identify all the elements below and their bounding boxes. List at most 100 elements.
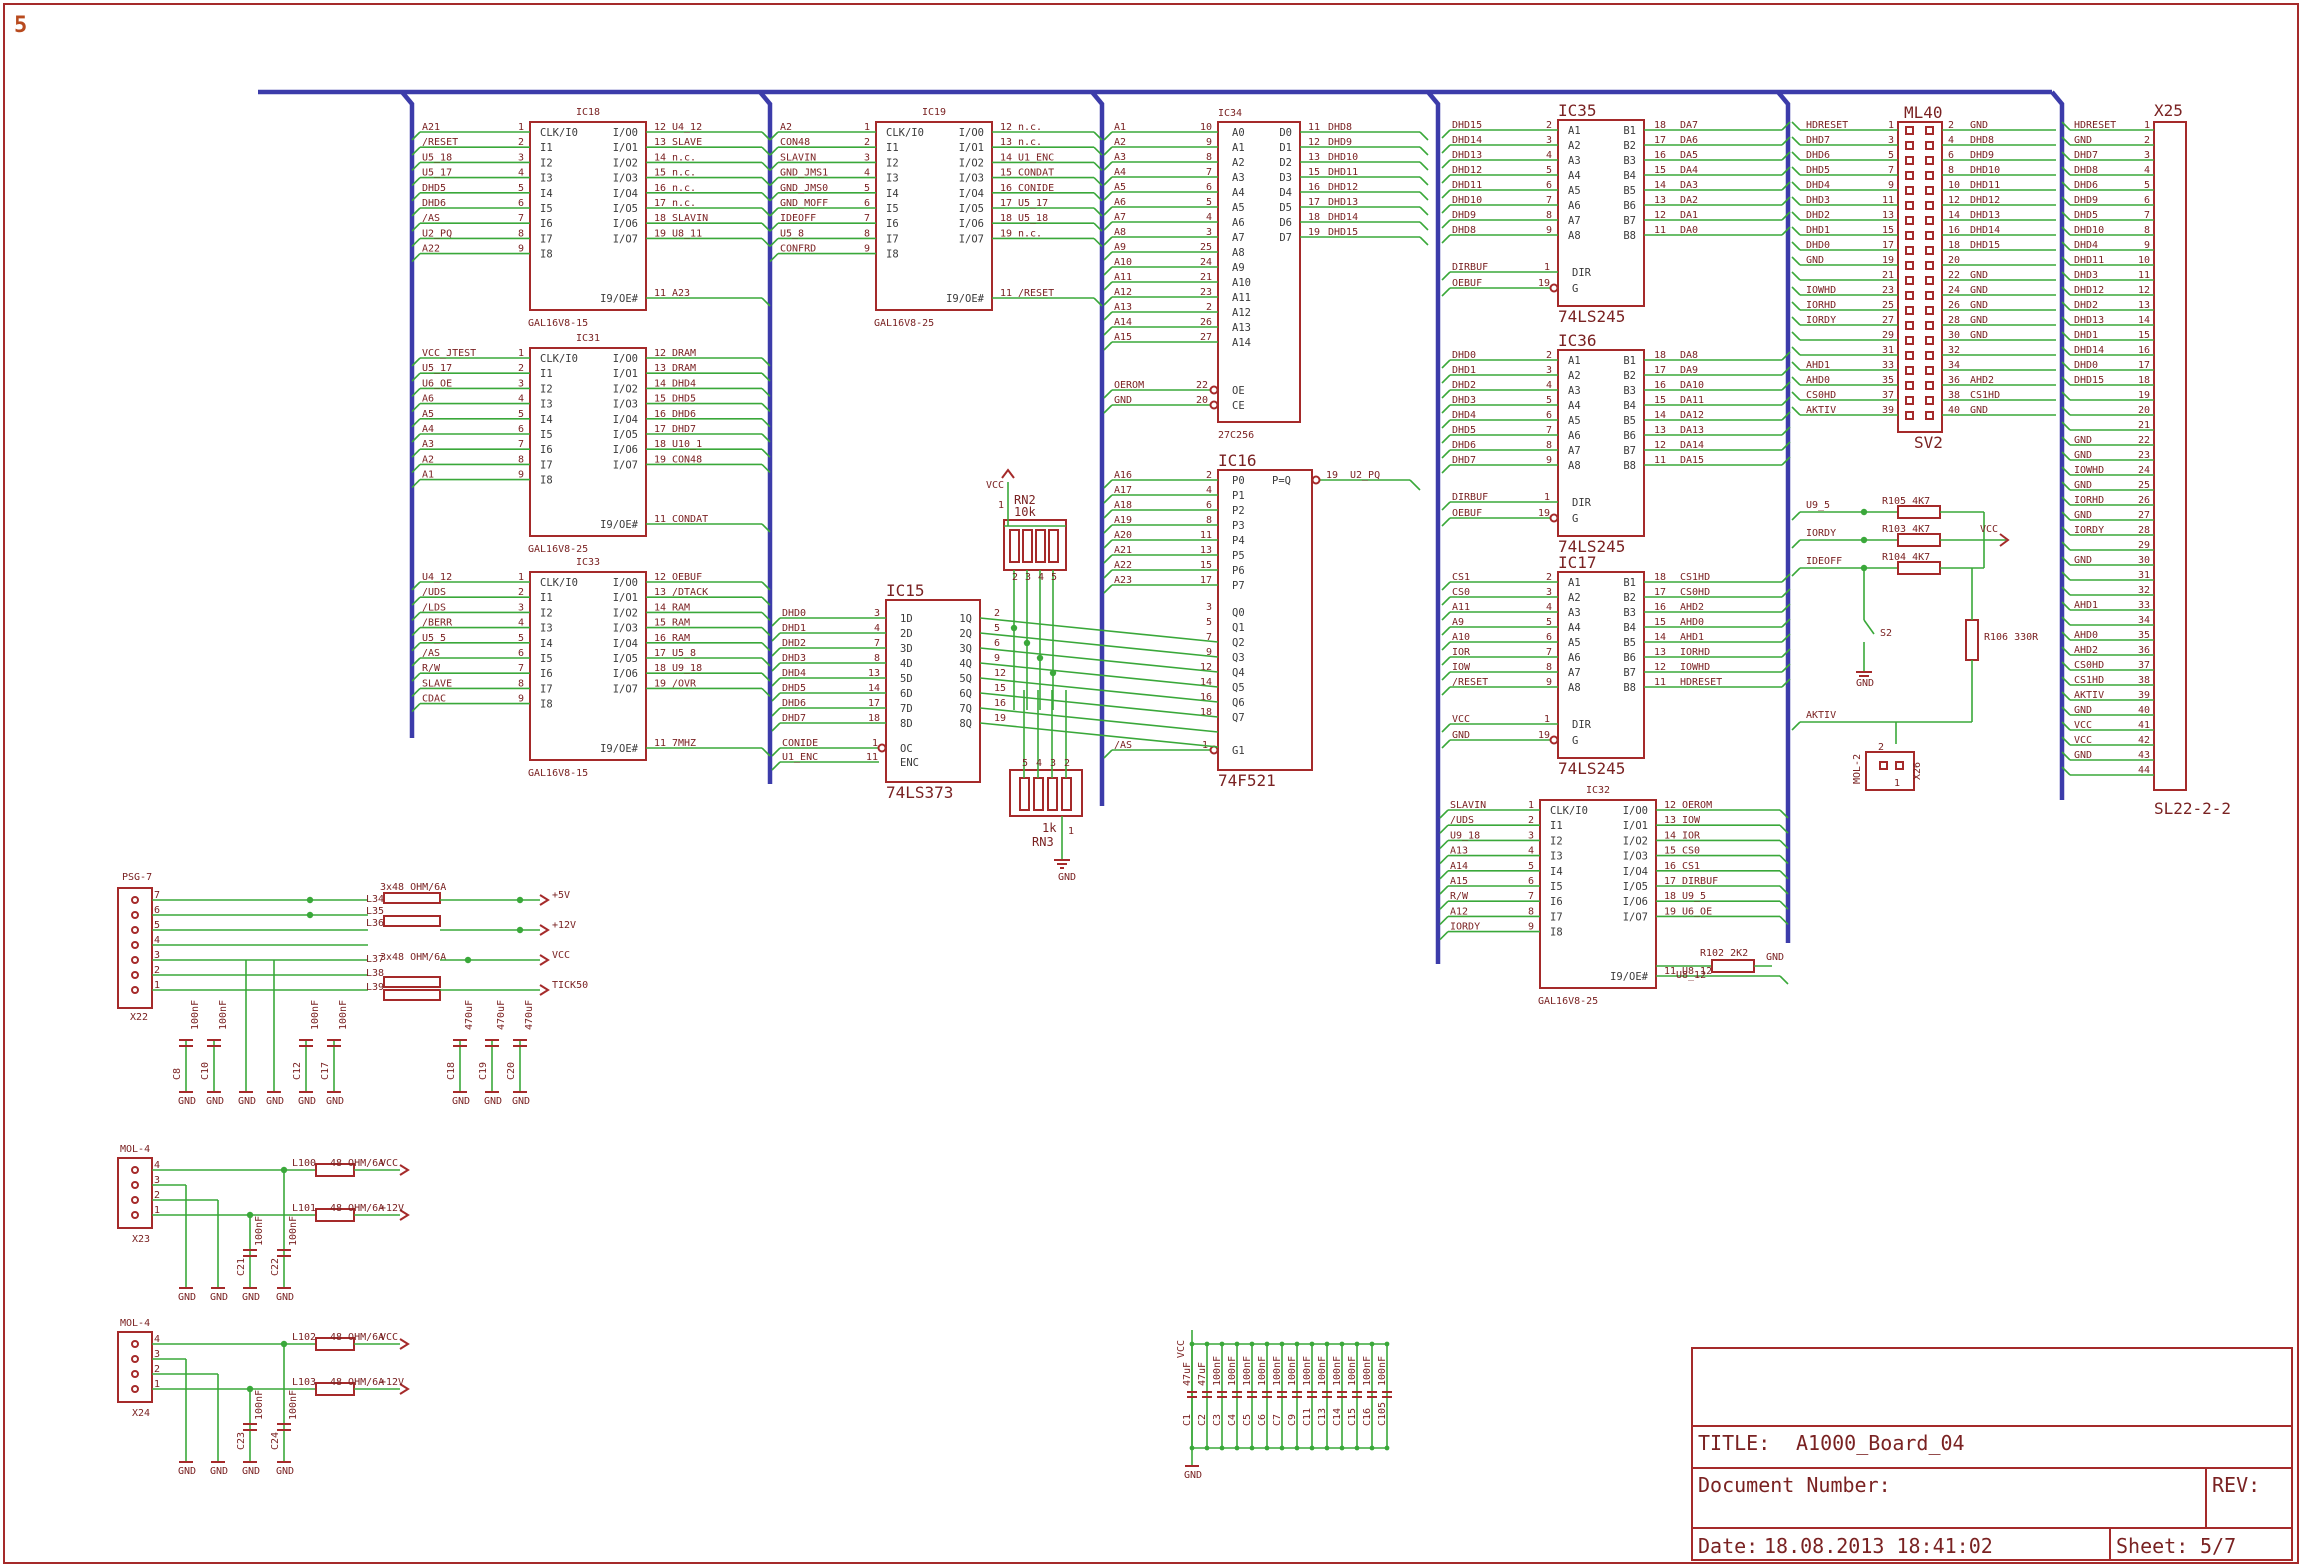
pin-number: 1 [518, 348, 524, 359]
junction-dot [1860, 508, 1868, 516]
pin-pad [1905, 291, 1914, 300]
net-label: SLAVE [422, 678, 452, 689]
wire [1441, 389, 1451, 399]
pin-number: 29 [1882, 330, 1894, 341]
net-label: GND [2074, 510, 2092, 521]
pin-number: 2 [994, 608, 1000, 619]
wire [1093, 161, 1103, 171]
pin-number: 14 [1948, 210, 1960, 221]
pin-number: 5 [1528, 861, 1534, 872]
wire [1781, 181, 1791, 191]
pin-number: 5 [1022, 758, 1028, 769]
wire [1103, 161, 1113, 171]
net-label: n.c. [672, 152, 696, 163]
net-label: DHD9 [1328, 137, 1352, 148]
pin-name: I7 [540, 683, 553, 695]
pin-name: I2 [540, 157, 553, 169]
pin-number: 25 [2138, 480, 2150, 491]
pin-number: 11 [654, 738, 666, 749]
pin-name: A12 [1232, 307, 1251, 319]
net-label: AHD0 [1806, 375, 1830, 386]
wire [1781, 151, 1791, 161]
pin-name: I/O6 [1623, 896, 1648, 908]
pin-number: 44 [2138, 765, 2150, 776]
pin-name: P2 [1232, 505, 1245, 517]
net-label: DHD6 [1452, 440, 1476, 451]
pin-pad [1925, 321, 1934, 330]
junction-dot [1860, 564, 1868, 572]
pin-name: B5 [1623, 415, 1636, 427]
pin-number: 1 [154, 980, 160, 991]
pin-number: 5 [1206, 617, 1212, 628]
wire [979, 692, 1219, 718]
wire [411, 433, 421, 443]
pin-name: A2 [1568, 592, 1581, 604]
net-label: DIRBUF [1452, 492, 1488, 503]
pin-number: 6 [1546, 632, 1552, 643]
wire [771, 747, 781, 757]
wire [769, 177, 779, 187]
doc-number-label: Document Number: [1698, 1473, 1891, 1497]
sheet-label: Sheet: [2116, 1534, 2188, 1558]
junction-dot [1219, 1341, 1225, 1347]
pin-name: 1D [900, 613, 913, 625]
pin-name: D3 [1279, 172, 1292, 184]
net-label: DHD11 [1970, 180, 2000, 191]
pin-name: I8 [540, 249, 553, 261]
pin-number: 8 [1206, 515, 1212, 526]
pin-number: 25 [1200, 242, 1212, 253]
net-label: DHD10 [1328, 152, 1358, 163]
pin-name: 6D [900, 688, 913, 700]
wire [1441, 174, 1451, 184]
pin-pad [1925, 186, 1934, 195]
wire [1791, 226, 1801, 236]
net-label: DHD1 [2074, 330, 2098, 341]
net-label: CONDAT [1018, 168, 1054, 179]
wire [1103, 251, 1113, 261]
connector-body [117, 1157, 153, 1229]
net-label: GND_JMS1 [780, 168, 828, 179]
pin-number: 16 [654, 409, 666, 420]
pin-number: 13 [2138, 300, 2150, 311]
net-label: OEBUF [1452, 278, 1482, 289]
pin-number: 18 [2138, 375, 2150, 386]
pin-name: 1Q [959, 613, 972, 625]
pin-name: A14 [1232, 337, 1251, 349]
net-label: DHD6 [422, 198, 446, 209]
pin-number: 8 [1206, 152, 1212, 163]
pin-number: 24 [1200, 257, 1212, 268]
net-label: DHD12 [1970, 195, 2000, 206]
wire [979, 707, 1219, 733]
wire [1779, 900, 1789, 910]
pin-number: 9 [1546, 677, 1552, 688]
wire [1103, 569, 1113, 579]
capacitor-ref: C105 [1377, 1402, 1388, 1426]
pin-number: 11 [1654, 677, 1666, 688]
wire [1439, 824, 1449, 834]
wire [1441, 144, 1451, 154]
pin-number: 1 [518, 122, 524, 133]
ic-value: 74F521 [1218, 771, 1276, 790]
pin-number: 17 [2138, 360, 2150, 371]
pin-number: 7 [864, 213, 870, 224]
wire [771, 761, 781, 771]
connector-value: MOL-2 [1852, 754, 1863, 784]
wire [2061, 646, 2071, 656]
pin-name: I5 [886, 203, 899, 215]
resistor-element [1061, 777, 1072, 811]
net-label: /RESET [422, 137, 458, 148]
pin-number: 18 [1654, 350, 1666, 361]
pin-number: 19 [1664, 906, 1676, 917]
connector-body [1897, 121, 1943, 433]
wire [2061, 196, 2071, 206]
pin-number: 1 [154, 1205, 160, 1216]
pin-number: 6 [1206, 182, 1212, 193]
net-label: CS1HD [2074, 675, 2104, 686]
pin-name: B6 [1623, 652, 1636, 664]
pin-number: 7 [518, 439, 524, 450]
pin-name: A4 [1568, 400, 1581, 412]
net-label: IORDY [1450, 922, 1480, 933]
pin-number: 13 [1882, 210, 1894, 221]
pin-name: I6 [540, 668, 553, 680]
